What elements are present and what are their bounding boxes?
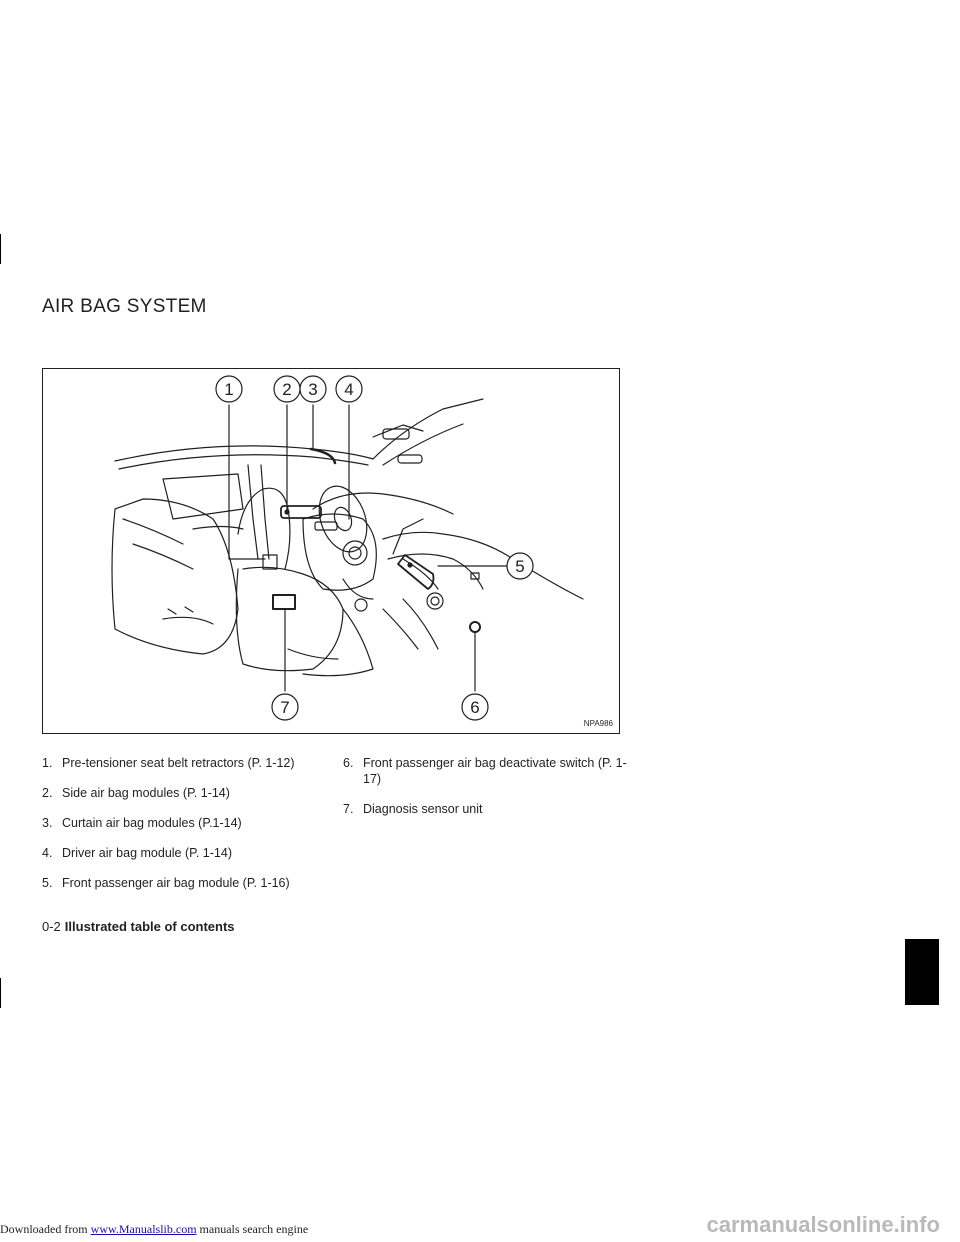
callout-5: 5 bbox=[515, 557, 524, 576]
figure-code: NPA986 bbox=[583, 719, 613, 728]
item-text: Side air bag modules (P. 1-14) bbox=[62, 786, 230, 800]
item-number: 5. bbox=[42, 876, 53, 890]
component-list-left: 1. Pre-tensioner seat belt retractors (P.… bbox=[42, 755, 332, 905]
list-item: 1. Pre-tensioner seat belt retractors (P.… bbox=[42, 755, 332, 771]
item-number: 1. bbox=[42, 756, 53, 770]
callout-3: 3 bbox=[308, 380, 317, 399]
item-number: 6. bbox=[343, 756, 354, 770]
watermark: carmanualsonline.info bbox=[706, 1212, 941, 1237]
car-interior-drawing: 1 2 3 4 5 6 7 bbox=[111, 375, 584, 721]
callout-4: 4 bbox=[344, 380, 353, 399]
item-number: 7. bbox=[343, 802, 354, 816]
download-suffix: manuals search engine bbox=[199, 1222, 309, 1236]
thumb-index-tab bbox=[905, 939, 939, 1005]
list-item: 3. Curtain air bag modules (P.1-14) bbox=[42, 815, 332, 831]
item-text: Front passenger air bag deactivate switc… bbox=[363, 756, 627, 786]
list-item: 2. Side air bag modules (P. 1-14) bbox=[42, 785, 332, 801]
item-text: Driver air bag module (P. 1-14) bbox=[62, 846, 232, 860]
component-list-right: 6. Front passenger air bag deactivate swi… bbox=[343, 755, 628, 831]
manualslib-link[interactable]: www.Manualslib.com bbox=[90, 1222, 197, 1236]
section-title: AIR BAG SYSTEM bbox=[42, 296, 207, 317]
page-number: 0-2 bbox=[42, 919, 61, 934]
callout-7: 7 bbox=[280, 698, 289, 717]
list-item: 6. Front passenger air bag deactivate swi… bbox=[343, 755, 628, 787]
crop-mark-bottom-left bbox=[0, 978, 1, 1008]
callout-2: 2 bbox=[282, 380, 291, 399]
item-text: Front passenger air bag module (P. 1-16) bbox=[62, 876, 290, 890]
list-item: 5. Front passenger air bag module (P. 1-1… bbox=[42, 875, 332, 891]
item-number: 3. bbox=[42, 816, 53, 830]
airbag-system-illustration: 1 2 3 4 5 6 7 NPA986 bbox=[42, 368, 620, 734]
item-number: 2. bbox=[42, 786, 53, 800]
item-text: Diagnosis sensor unit bbox=[363, 802, 483, 816]
callout-6: 6 bbox=[470, 698, 479, 717]
footer-section-name: Illustrated table of contents bbox=[64, 919, 235, 934]
list-item: 4. Driver air bag module (P. 1-14) bbox=[42, 845, 332, 861]
download-header: Downloaded from www.Manualslib.com manua… bbox=[0, 1222, 308, 1237]
item-text: Pre-tensioner seat belt retractors (P. 1… bbox=[62, 756, 295, 770]
download-prefix: Downloaded from bbox=[0, 1222, 88, 1236]
item-number: 4. bbox=[42, 846, 53, 860]
item-text: Curtain air bag modules (P.1-14) bbox=[62, 816, 242, 830]
list-item: 7. Diagnosis sensor unit bbox=[343, 801, 628, 817]
crop-mark-top-left bbox=[0, 234, 1, 264]
callout-1: 1 bbox=[224, 380, 233, 399]
